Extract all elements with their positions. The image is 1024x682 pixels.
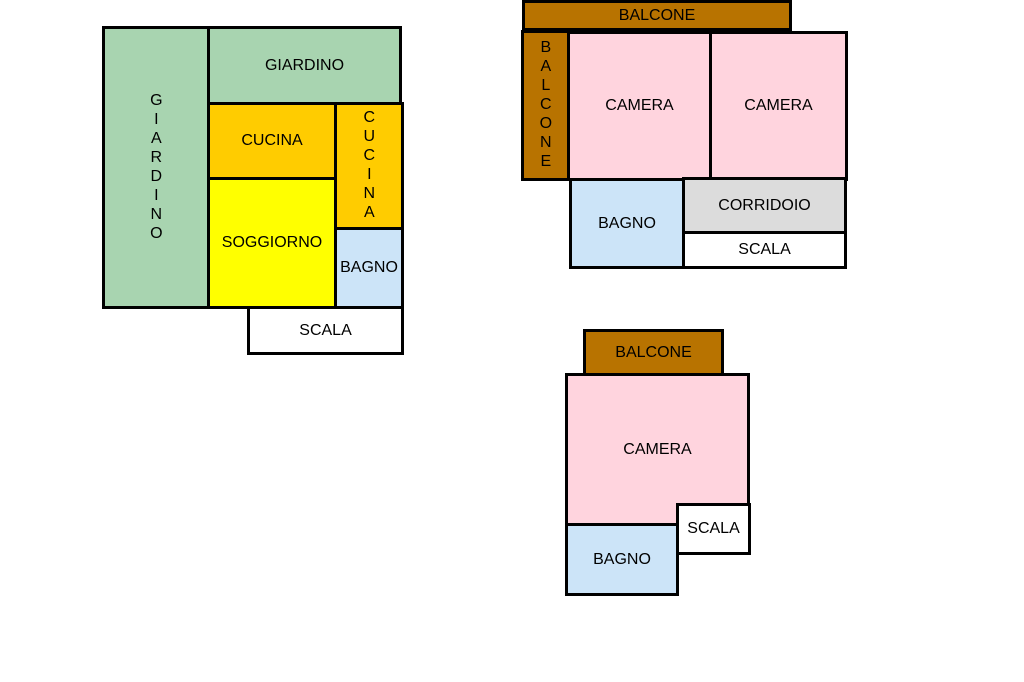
room-scala-upper: SCALA: [682, 231, 847, 269]
room-label: SCALA: [299, 321, 352, 339]
room-cucina-main: CUCINA: [207, 102, 337, 180]
room-label: BALCONE: [537, 39, 555, 172]
room-camera-attic: CAMERA: [565, 373, 750, 527]
room-label: BAGNO: [593, 550, 651, 568]
room-camera-right: CAMERA: [709, 31, 848, 181]
room-bagno: BAGNO: [334, 227, 404, 309]
room-label: GIARDINO: [147, 91, 165, 244]
room-balcone-top: BALCONE: [522, 0, 792, 31]
room-label: CUCINA: [360, 109, 378, 223]
room-scala-attic: SCALA: [676, 503, 751, 555]
room-label: SCALA: [687, 520, 740, 538]
room-label: CUCINA: [241, 132, 303, 150]
room-label: BALCONE: [615, 343, 692, 361]
room-giardino-left: GIARDINO: [102, 26, 210, 309]
room-camera-left: CAMERA: [567, 31, 712, 181]
room-label: BAGNO: [598, 214, 656, 232]
room-cucina-side: CUCINA: [334, 102, 404, 230]
room-balcone-attic: BALCONE: [583, 329, 724, 376]
room-label: BAGNO: [340, 259, 398, 277]
room-scala: SCALA: [247, 306, 404, 355]
room-soggiorno: SOGGIORNO: [207, 177, 337, 309]
room-label: CAMERA: [623, 441, 692, 459]
room-label: GIARDINO: [264, 56, 345, 74]
room-giardino-top: GIARDINO: [207, 26, 402, 105]
room-bagno-attic: BAGNO: [565, 523, 679, 596]
room-bagno-upper: BAGNO: [569, 178, 685, 269]
room-corridoio: CORRIDOIO: [682, 177, 847, 234]
room-label: SOGGIORNO: [221, 234, 323, 252]
room-label: CAMERA: [605, 97, 674, 115]
room-label: CAMERA: [744, 97, 813, 115]
room-balcone-side: BALCONE: [521, 30, 570, 181]
room-label: SCALA: [738, 241, 791, 259]
room-label: BALCONE: [618, 6, 696, 24]
room-label: CORRIDOIO: [718, 196, 811, 214]
